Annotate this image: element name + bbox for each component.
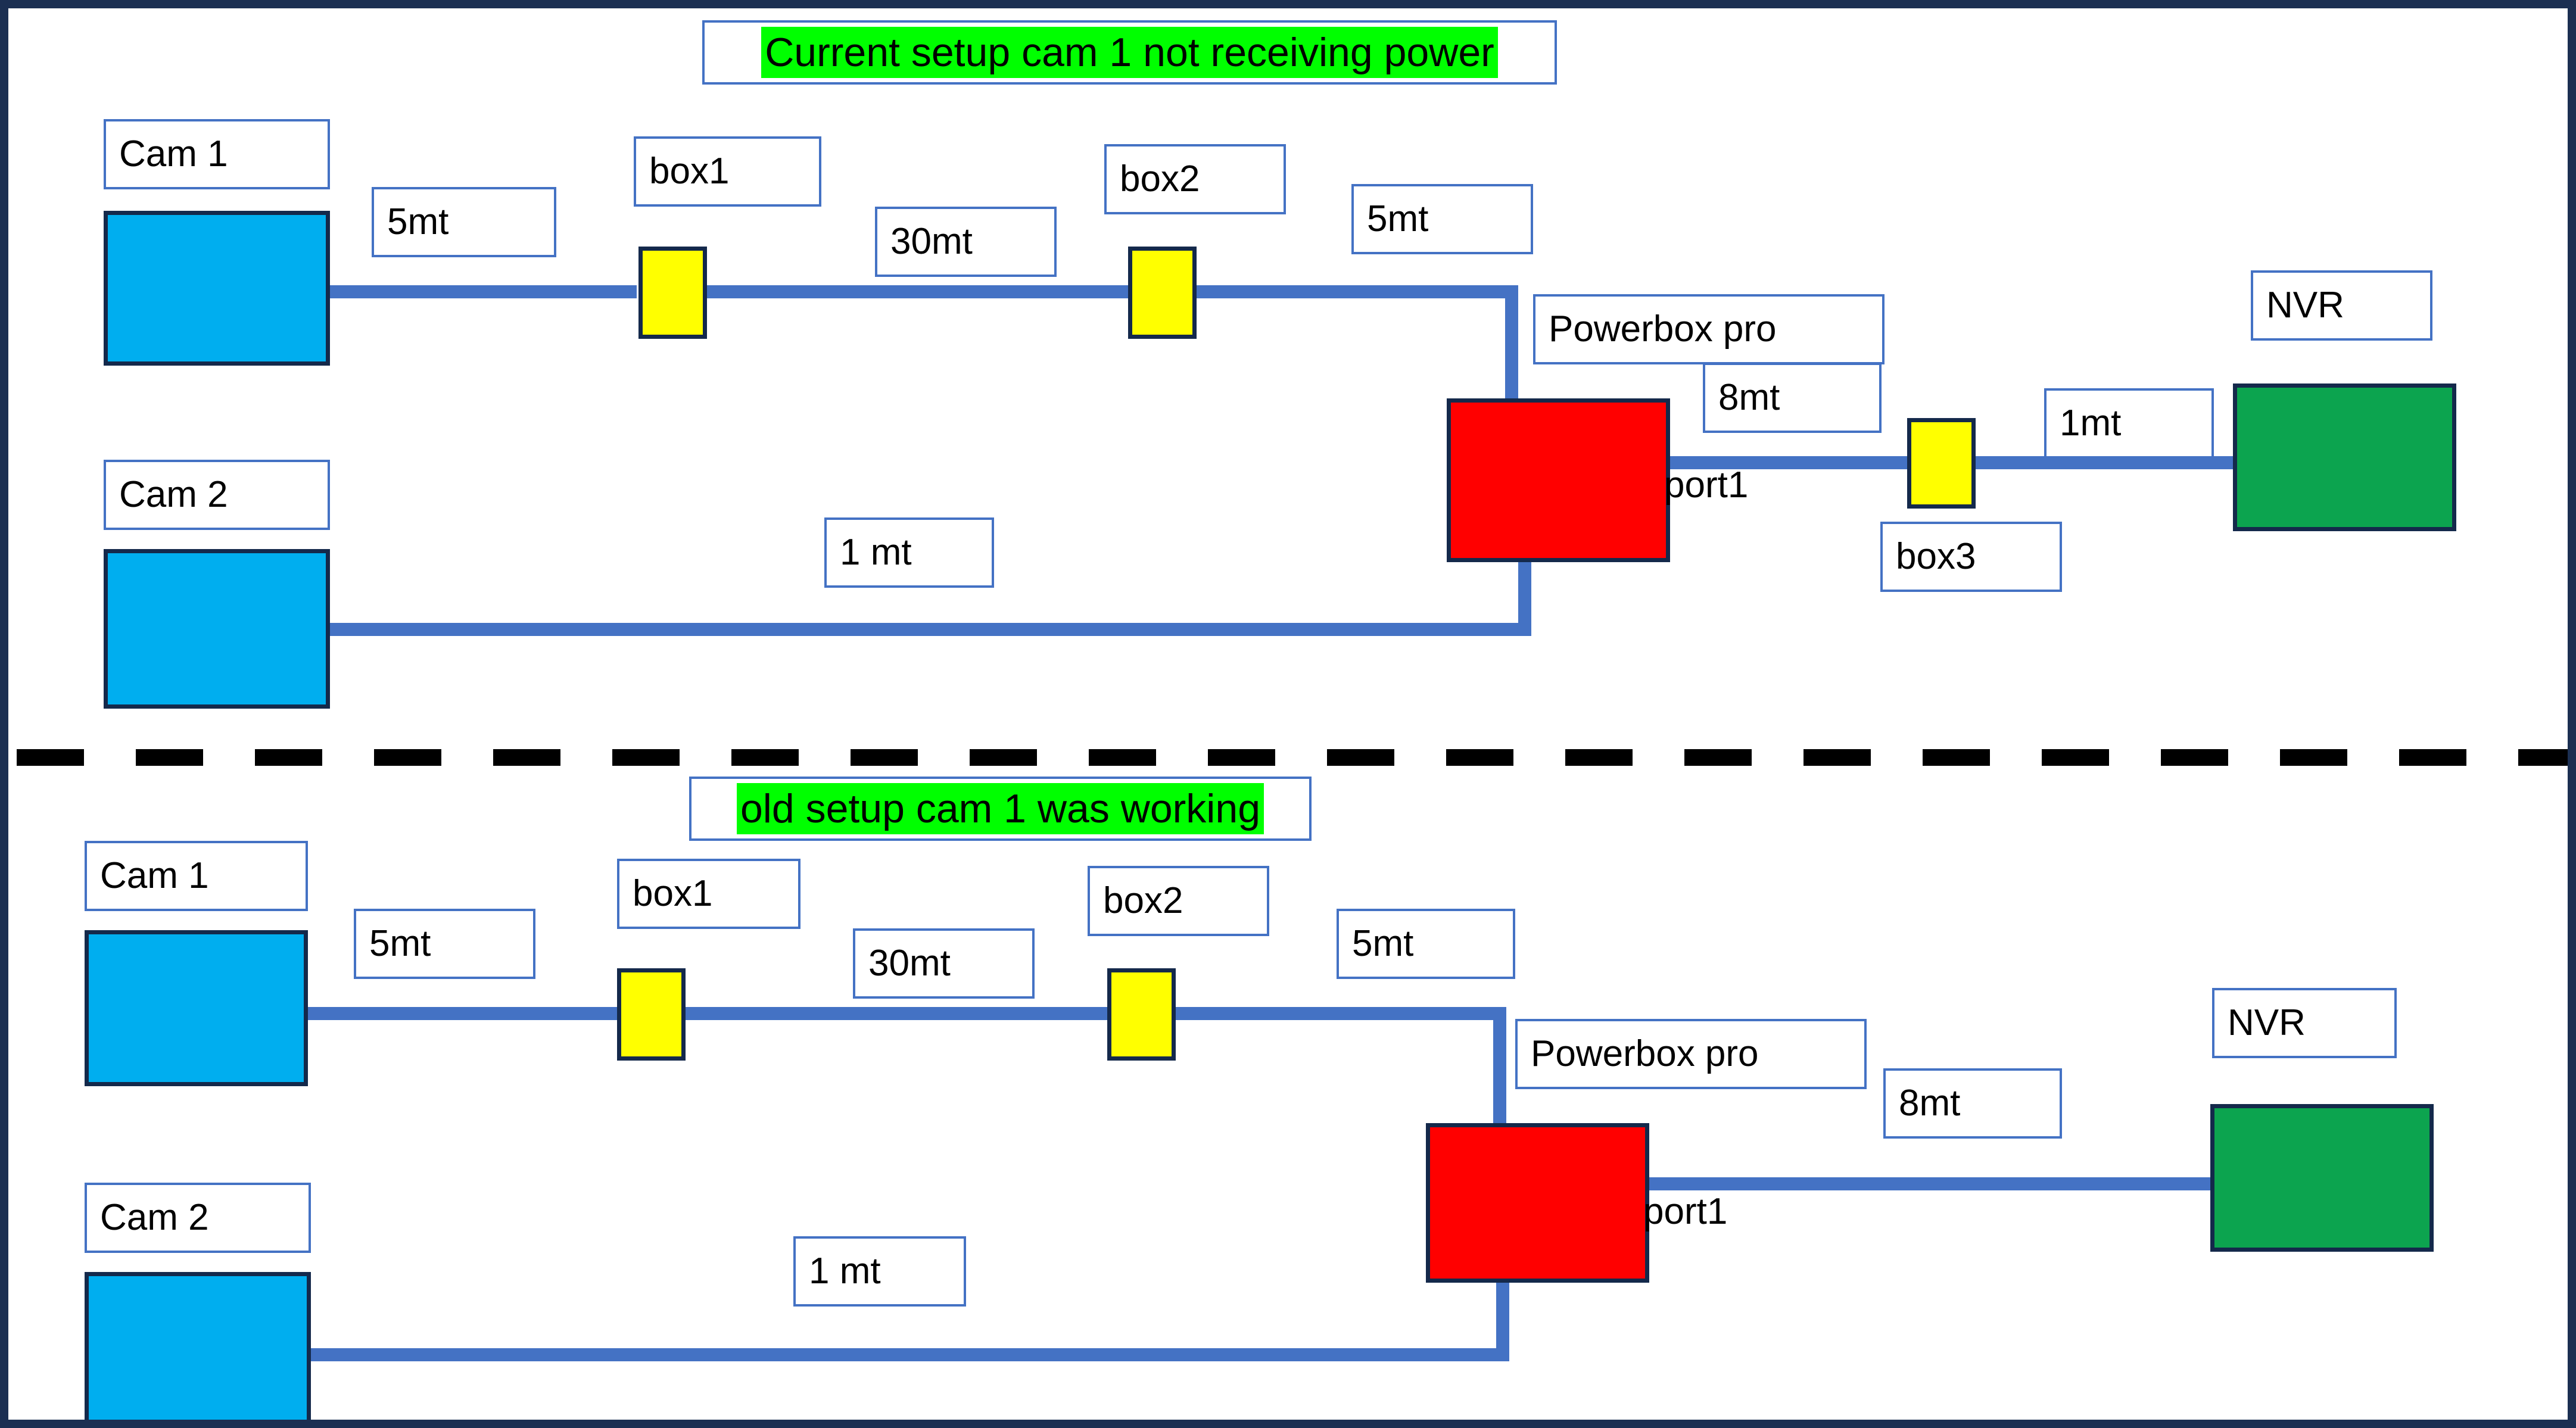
current-cable-powerbox-box3-label: 8mt <box>1703 363 1882 433</box>
old-cable-cam2-powerbox-label: 1 mt <box>793 1236 966 1307</box>
old-powerbox-port-text: port1 <box>1643 1191 1728 1232</box>
current-powerbox-label-text: Powerbox pro <box>1549 308 1777 350</box>
old-cable-corner-powerbox <box>1493 1007 1506 1126</box>
old-cable-cam2-powerbox-riser <box>1496 1277 1509 1361</box>
current-cable-corner-powerbox <box>1505 285 1518 401</box>
old-powerbox-device <box>1426 1123 1649 1283</box>
old-cam1-label-text: Cam 1 <box>100 855 209 896</box>
current-box1-label: box1 <box>634 136 821 207</box>
current-cam1-label: Cam 1 <box>104 119 330 189</box>
current-cable-box3-nvr-text: 1mt <box>2060 403 2122 444</box>
current-nvr-label: NVR <box>2251 270 2432 341</box>
old-cam1-device <box>85 930 308 1086</box>
current-cable-cam1-box1-text: 5mt <box>387 201 449 242</box>
current-powerbox-label: Powerbox pro <box>1533 294 1885 364</box>
old-box2-label-text: box2 <box>1103 880 1183 921</box>
current-box1-device <box>638 247 707 339</box>
current-cable-powerbox-box3-text: 8mt <box>1718 377 1780 418</box>
current-box2-label-text: box2 <box>1120 158 1200 199</box>
current-cam2-label-text: Cam 2 <box>119 474 228 515</box>
current-cable-box3-nvr-label: 1mt <box>2044 388 2214 459</box>
old-cable-cam2-powerbox <box>305 1348 1509 1361</box>
current-cam2-label: Cam 2 <box>104 460 330 530</box>
old-cam1-label: Cam 1 <box>85 841 308 911</box>
current-powerbox-port-text: port1 <box>1664 464 1749 506</box>
current-cam2-device <box>104 549 330 709</box>
current-cam1-device <box>104 211 330 366</box>
old-cable-cam1-box1 <box>305 1007 621 1020</box>
current-cable-box3-nvr <box>1974 456 2236 469</box>
old-box1-label: box1 <box>617 859 800 929</box>
old-box2-label: box2 <box>1088 866 1269 936</box>
old-cable-powerbox-nvr <box>1646 1177 2218 1190</box>
old-box1-label-text: box1 <box>633 873 713 914</box>
old-cable-cam1-box1-label: 5mt <box>354 909 535 979</box>
current-cable-box2-powerbox-label: 5mt <box>1351 184 1533 254</box>
current-cable-box2-powerbox-text: 5mt <box>1367 198 1429 239</box>
old-cable-box2-powerbox-text: 5mt <box>1352 923 1414 964</box>
current-cable-cam2-powerbox-text: 1 mt <box>840 532 912 573</box>
old-cam2-label-text: Cam 2 <box>100 1197 209 1238</box>
old-cable-powerbox-nvr-text: 8mt <box>1899 1083 1961 1124</box>
current-nvr-label-text: NVR <box>2266 285 2344 326</box>
current-nvr-device <box>2233 383 2456 531</box>
current-box3-device <box>1907 418 1976 509</box>
current-cam1-label-text: Cam 1 <box>119 133 228 174</box>
old-setup-title-text: old setup cam 1 was working <box>736 782 1264 835</box>
old-powerbox-label-text: Powerbox pro <box>1531 1033 1759 1074</box>
old-cam2-device <box>85 1272 311 1420</box>
current-powerbox-port-label: port1 <box>1664 467 1748 504</box>
old-powerbox-label: Powerbox pro <box>1515 1019 1867 1089</box>
current-box2-device <box>1128 247 1197 339</box>
old-cable-box1-box2-text: 30mt <box>868 943 951 984</box>
current-cable-box1-box2 <box>704 285 1129 298</box>
old-box1-device <box>617 968 686 1061</box>
old-nvr-label: NVR <box>2212 988 2397 1058</box>
old-cable-box2-powerbox-label: 5mt <box>1337 909 1515 979</box>
old-cable-cam1-box1-text: 5mt <box>369 923 431 964</box>
current-powerbox-device <box>1447 398 1670 562</box>
current-box2-label: box2 <box>1104 144 1286 214</box>
dashed-separator <box>17 749 2568 766</box>
old-cable-cam2-powerbox-text: 1 mt <box>809 1251 881 1292</box>
current-cable-cam2-powerbox-label: 1 mt <box>824 517 994 588</box>
old-nvr-device <box>2210 1104 2434 1252</box>
current-cable-box1-box2-label: 30mt <box>875 207 1057 277</box>
old-cable-box1-box2-label: 30mt <box>853 928 1035 999</box>
current-cable-cam2-powerbox-riser <box>1518 555 1531 635</box>
old-box2-device <box>1107 968 1176 1061</box>
old-cable-box1-box2 <box>683 1007 1110 1020</box>
current-cable-cam1-box1 <box>327 285 637 298</box>
old-cam2-label: Cam 2 <box>85 1183 311 1253</box>
old-cable-box2-corner <box>1173 1007 1506 1020</box>
current-box1-label-text: box1 <box>649 151 730 192</box>
current-cable-cam1-box1-label: 5mt <box>372 187 556 257</box>
old-nvr-label-text: NVR <box>2228 1002 2306 1043</box>
old-cable-powerbox-nvr-label: 8mt <box>1883 1068 2062 1139</box>
current-setup-title-text: Current setup cam 1 not receiving power <box>761 26 1498 79</box>
current-cable-powerbox-box3 <box>1668 456 1909 469</box>
current-setup-title-box: Current setup cam 1 not receiving power <box>702 20 1557 85</box>
current-box3-label-text: box3 <box>1896 536 1976 577</box>
old-setup-title-box: old setup cam 1 was working <box>689 777 1312 841</box>
current-cable-box1-box2-text: 30mt <box>890 221 973 262</box>
current-box3-label: box3 <box>1880 522 2062 592</box>
current-cable-cam2-powerbox <box>327 623 1531 636</box>
current-cable-box2-corner <box>1194 285 1518 298</box>
old-powerbox-port-label: port1 <box>1643 1193 1727 1230</box>
